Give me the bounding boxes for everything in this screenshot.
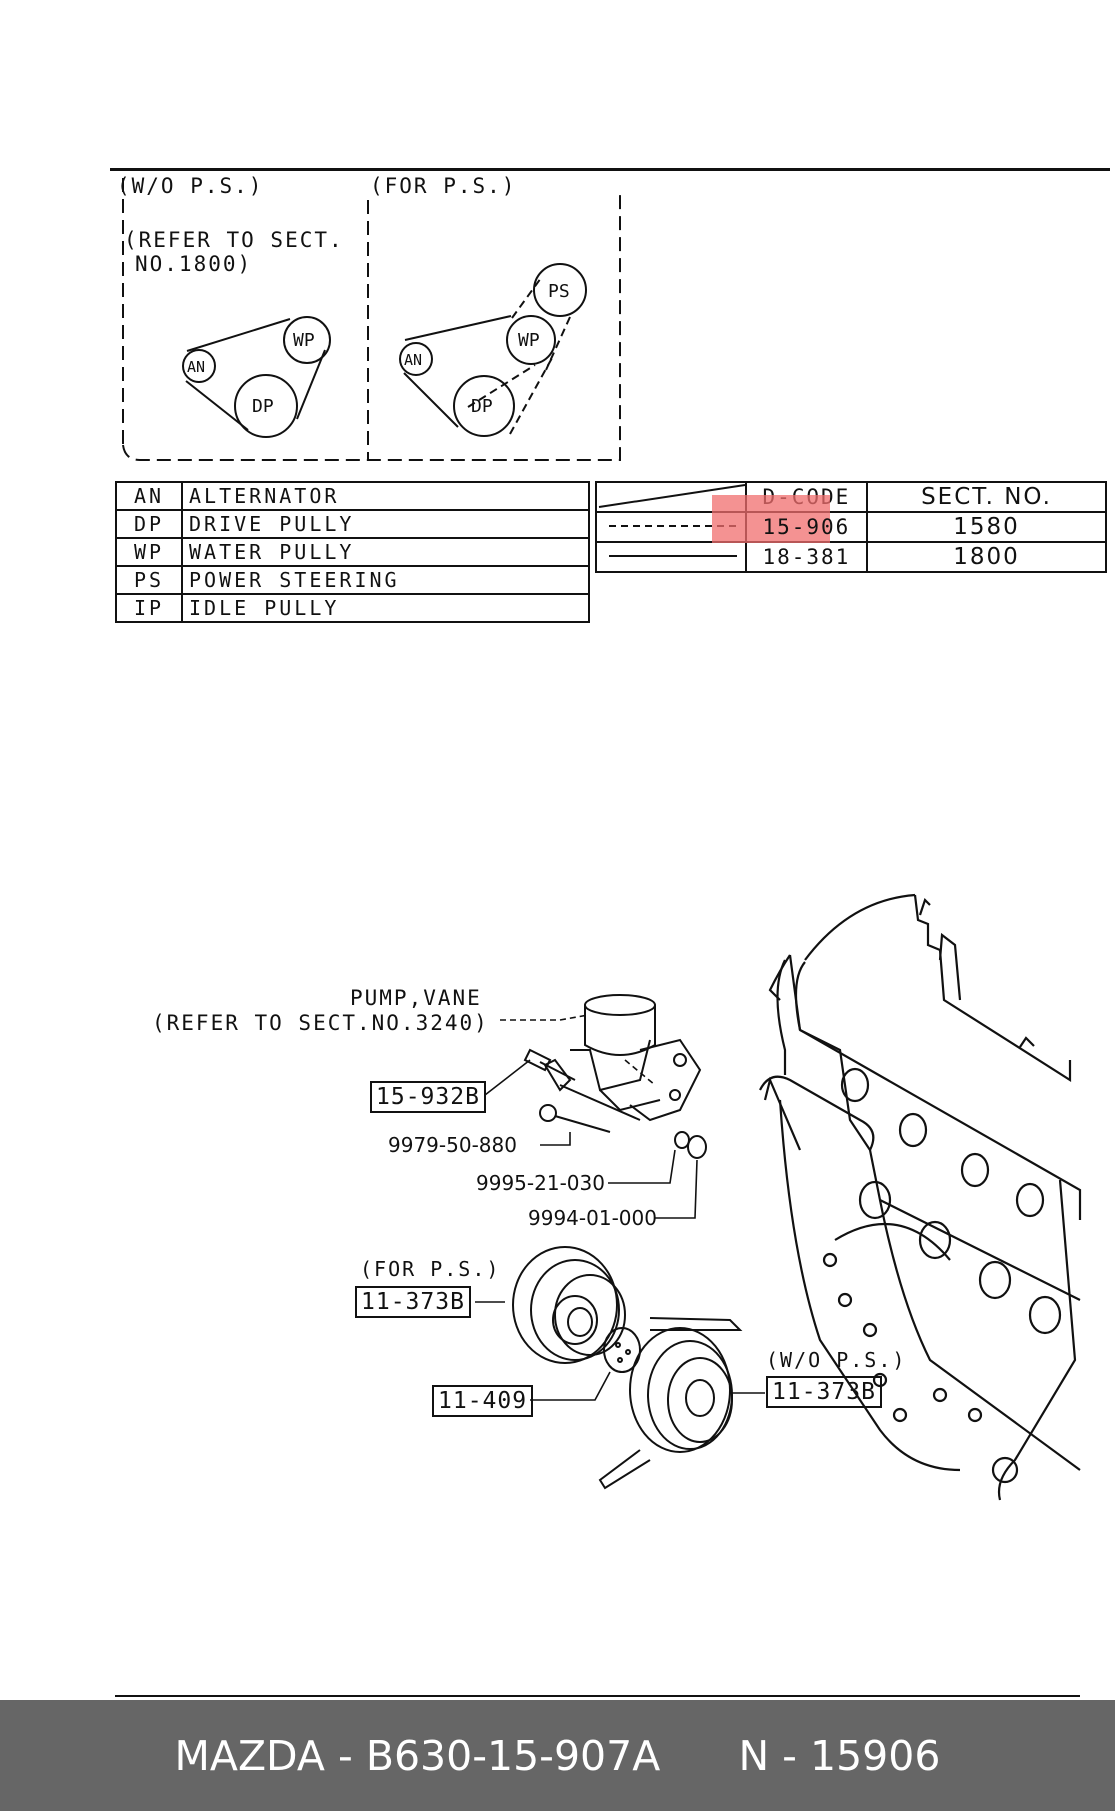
for-ps-title: (FOR P.S.) — [370, 174, 517, 198]
legend-code: PS — [115, 565, 183, 595]
for-ps-label: (FOR P.S.) — [360, 1257, 501, 1281]
dcode-cell: 18-381 — [744, 541, 868, 573]
pulley-wp-ps — [506, 315, 556, 365]
for-ps-belt — [399, 263, 587, 437]
engine-block — [759, 893, 1082, 1501]
legend-row: AN ALTERNATOR — [115, 481, 590, 511]
exploded-view-drawing — [475, 893, 1082, 1501]
part-label-11-409: 11-409 — [432, 1385, 534, 1417]
legend-row: PS POWER STEERING — [115, 565, 590, 595]
pulley-an-wo — [182, 349, 216, 383]
footer-spacer — [660, 1732, 738, 1780]
refer-note-line1: (REFER TO SECT. — [124, 228, 344, 252]
pulley-dp-ps — [453, 375, 515, 437]
part-label-15-932b: 15-932B — [370, 1081, 486, 1113]
sect-cell: 1580 — [865, 511, 1108, 543]
legend-name: POWER STEERING — [181, 565, 590, 595]
legend-code: DP — [115, 509, 183, 539]
dcode-cell: 15-906 — [711, 495, 868, 543]
pulley-legend-table: AN ALTERNATOR DP DRIVE PULLY WP WATER PU… — [115, 481, 590, 623]
pulley-ps-ps — [533, 263, 587, 317]
highlight-marker — [711, 495, 830, 543]
leader-lines — [475, 1014, 765, 1401]
wo-ps-belt — [182, 316, 331, 438]
footer-reference: N - 15906 — [738, 1731, 941, 1780]
pulley-label-an-wo: AN — [187, 358, 206, 376]
wo-ps-label: (W/O P.S.) — [766, 1348, 907, 1372]
header-sect-no: SECT. NO. — [865, 481, 1108, 513]
pulley-an-ps — [399, 342, 433, 376]
pulley-label-wp-ps: WP — [518, 330, 540, 351]
pump-vane-label: PUMP,VANE — [350, 986, 482, 1010]
refer-note-line2: NO.1800) — [135, 252, 253, 276]
pulley-label-an-ps: AN — [404, 351, 423, 369]
ps-pulley — [512, 1246, 626, 1364]
wo-ps-title: (W/O P.S.) — [117, 174, 264, 198]
part-label-11-373b-ps: 11-373B — [355, 1286, 471, 1318]
pulley-label-ps-ps: PS — [548, 281, 570, 302]
crank-pulley — [629, 1327, 733, 1453]
legend-row: IP IDLE PULLY — [115, 593, 590, 623]
part-label-9994-01-000: 9994-01-000 — [528, 1206, 657, 1230]
top-rule — [110, 168, 1110, 171]
footer-part-number: MAZDA - B630-15-907A — [174, 1731, 661, 1780]
pulley-label-wp-wo: WP — [293, 330, 315, 351]
washer-11-409 — [603, 1327, 641, 1373]
legend-row: WP WATER PULLY — [115, 537, 590, 567]
legend-code: WP — [115, 537, 183, 567]
part-label-9979-50-880: 9979-50-880 — [388, 1133, 517, 1157]
pulley-label-dp-wo: DP — [252, 396, 274, 417]
pump-vane — [543, 994, 702, 1122]
belt-layout-diagram — [122, 178, 621, 461]
bottom-rule — [115, 1695, 1080, 1697]
legend-name: WATER PULLY — [181, 537, 590, 567]
drive-belt — [598, 1317, 743, 1490]
part-label-9995-21-030: 9995-21-030 — [476, 1171, 605, 1195]
sect-cell: 1800 — [865, 541, 1108, 573]
solid-line-sample — [595, 541, 747, 573]
line-code-row: 15-906 1580 — [595, 495, 1108, 543]
pulley-label-dp-ps: DP — [471, 396, 493, 417]
line-code-table: D-CODE SECT. NO. 15-906 1580 18-381 1800 — [595, 481, 1108, 573]
bolts-washers — [523, 1048, 707, 1159]
legend-name: IDLE PULLY — [181, 593, 590, 623]
part-label-11-373b-wo: 11-373B — [766, 1376, 882, 1408]
footer-banner: MAZDA - B630-15-907A N - 15906 — [0, 1700, 1115, 1811]
dcode-value: 15-906 — [762, 515, 851, 539]
pump-vane-refer: (REFER TO SECT.NO.3240) — [152, 1011, 489, 1035]
legend-row: DP DRIVE PULLY — [115, 509, 590, 539]
line-code-row: 18-381 1800 — [595, 541, 1108, 573]
pulley-wp-wo — [283, 316, 331, 364]
legend-code: IP — [115, 593, 183, 623]
legend-code: AN — [115, 481, 183, 511]
pulley-dp-wo — [234, 374, 298, 438]
legend-name: DRIVE PULLY — [181, 509, 590, 539]
legend-name: ALTERNATOR — [181, 481, 590, 511]
